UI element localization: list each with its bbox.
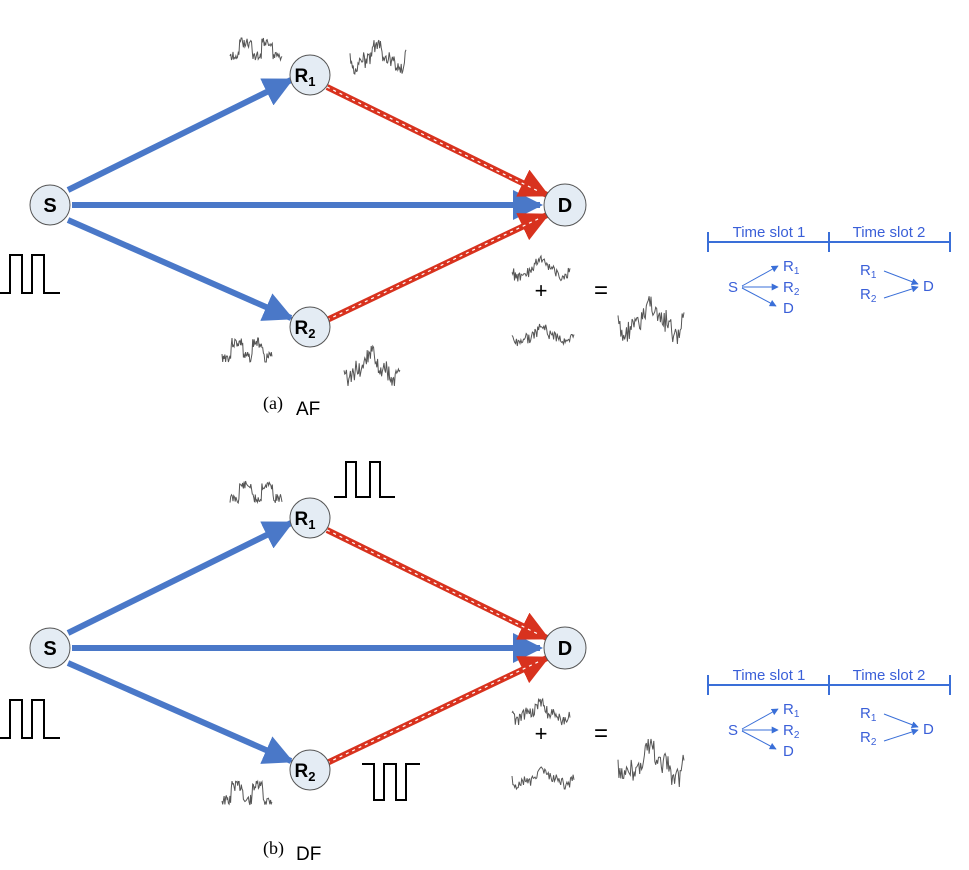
slot1-r1: R <box>783 258 794 275</box>
slot1-r2: R <box>783 722 794 739</box>
noisy-signal-r2-out <box>343 344 401 387</box>
link-s-r1 <box>66 77 294 193</box>
node-r1-label: R <box>295 509 309 530</box>
node-r2: R2 <box>289 306 331 348</box>
svg-text:S: S <box>43 638 56 660</box>
slot1-d: D <box>783 300 794 317</box>
link-s-r1 <box>66 520 294 636</box>
noisy-signal-sum <box>617 738 685 788</box>
equals-sign: = <box>594 277 608 304</box>
svg-text:R2: R2 <box>783 722 800 741</box>
node-r1-label: R <box>295 66 309 87</box>
node-r2-label: R <box>295 318 309 339</box>
slot2-r2: R <box>860 729 871 746</box>
svg-text:R1: R1 <box>783 701 800 720</box>
noisy-signal-r1-in <box>229 480 283 505</box>
link-s-r2 <box>66 217 294 321</box>
noisy-signal-sum <box>617 296 685 345</box>
slot1-r2-sub: 2 <box>794 730 800 741</box>
slot2-d: D <box>923 721 934 738</box>
slot1-r1: R <box>783 701 794 718</box>
svg-text:S: S <box>43 195 56 217</box>
slot2-r2-sub: 2 <box>871 294 877 305</box>
node-r1: R1 <box>289 497 331 539</box>
noisy-signal-r2-in <box>221 337 273 363</box>
time-slot-1-label: Time slot 1 <box>733 224 806 241</box>
node-r2-sub: 2 <box>308 769 315 784</box>
noisy-signal-d-top <box>511 697 571 726</box>
caption-letter: (b) <box>263 838 284 859</box>
svg-text:R2: R2 <box>295 318 316 341</box>
panel-af: S R1 R2 D + = Time s <box>0 37 951 420</box>
noisy-signal-d-bottom <box>511 323 575 347</box>
node-r1-sub: 1 <box>308 74 315 89</box>
link-r1-d-dash <box>326 86 541 193</box>
noisy-signal-r1-out <box>349 39 407 75</box>
source-pulse <box>0 699 61 739</box>
node-r2-label: R <box>295 761 309 782</box>
plus-sign: + <box>535 721 548 746</box>
caption-text: DF <box>296 844 321 865</box>
svg-text:R2: R2 <box>860 286 877 305</box>
slot1-source: S <box>728 722 738 739</box>
slot2-d: D <box>923 278 934 295</box>
node-r1-sub: 1 <box>308 517 315 532</box>
noisy-signal-d-top <box>511 254 571 282</box>
svg-text:R2: R2 <box>295 761 316 784</box>
time-slot-2-label: Time slot 2 <box>853 224 926 241</box>
link-r1-d-dash <box>326 529 541 636</box>
svg-text:R1: R1 <box>295 66 316 89</box>
svg-text:R1: R1 <box>783 258 800 277</box>
caption-text: AF <box>296 399 320 420</box>
svg-text:R1: R1 <box>860 262 877 281</box>
link-r2-d-dash <box>326 660 541 764</box>
caption-letter: (a) <box>263 393 283 414</box>
svg-text:R2: R2 <box>860 729 877 748</box>
slot2-r2-sub: 2 <box>871 737 877 748</box>
svg-text:R1: R1 <box>860 705 877 724</box>
slot2-r1: R <box>860 262 871 279</box>
slot2-r1-sub: 1 <box>871 270 877 281</box>
time-slot-1-label: Time slot 1 <box>733 667 806 684</box>
node-r2-sub: 2 <box>308 326 315 341</box>
slot1-r2-sub: 2 <box>794 287 800 298</box>
link-r2-d-dash <box>326 217 541 321</box>
noisy-signal-r2-in <box>221 779 273 806</box>
source-pulse <box>0 254 61 294</box>
timing-schematic: Time slot 1 Time slot 2 S R1 R2 D R1 R2 … <box>707 667 951 760</box>
link-s-r2 <box>66 660 294 764</box>
slot2-r2: R <box>860 286 871 303</box>
svg-text:R1: R1 <box>295 509 316 532</box>
relay1-clean-pulse <box>334 461 395 498</box>
time-slot-2-label: Time slot 2 <box>853 667 926 684</box>
slot1-r1-sub: 1 <box>794 709 800 720</box>
slot1-d: D <box>783 743 794 760</box>
svg-text:R2: R2 <box>783 279 800 298</box>
plus-sign: + <box>535 278 548 303</box>
slot2-r1-sub: 1 <box>871 713 877 724</box>
node-s: S <box>29 627 71 669</box>
slot1-r1-sub: 1 <box>794 266 800 277</box>
node-s: S <box>29 184 71 226</box>
node-d: D <box>543 626 587 670</box>
noisy-signal-d-bottom <box>511 766 575 791</box>
svg-text:D: D <box>558 195 572 217</box>
node-r2: R2 <box>289 749 331 791</box>
node-d: D <box>543 183 587 227</box>
slot1-r2: R <box>783 279 794 296</box>
slot2-r1: R <box>860 705 871 722</box>
panel-df: S R1 R2 D + = Time slot 1 <box>0 461 951 865</box>
noisy-signal-r1-in <box>229 37 283 62</box>
slot1-source: S <box>728 279 738 296</box>
node-r1: R1 <box>289 54 331 96</box>
svg-text:D: D <box>558 638 572 660</box>
timing-schematic: Time slot 1 Time slot 2 S R1 R2 D R1 R2 … <box>707 224 951 317</box>
relay2-clean-pulse <box>362 763 420 801</box>
equals-sign: = <box>594 720 608 747</box>
